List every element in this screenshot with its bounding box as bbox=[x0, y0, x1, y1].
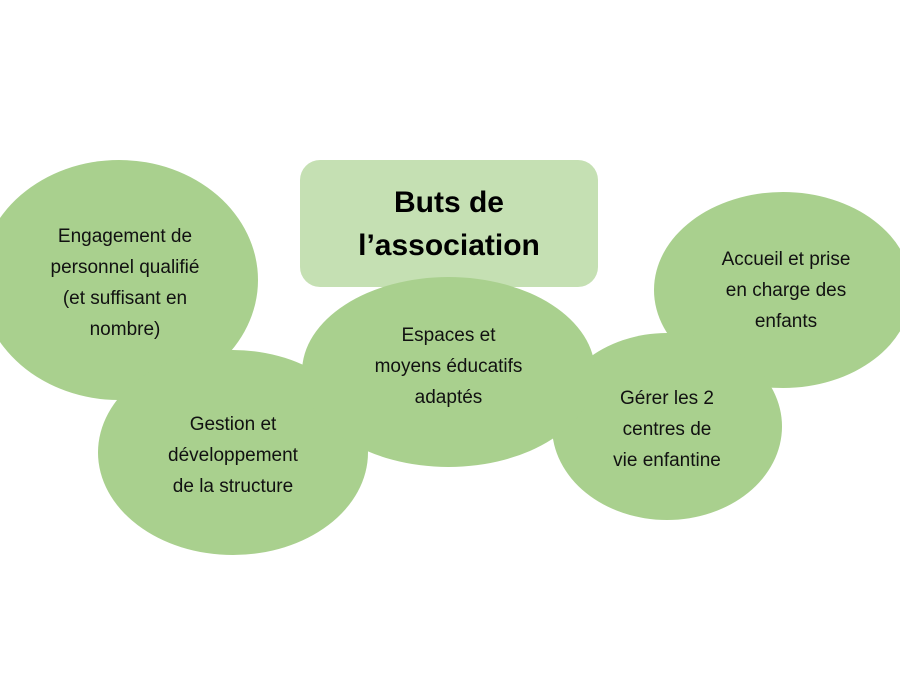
goal-label-espaces: Espaces et moyens éducatifs adaptés bbox=[374, 324, 523, 408]
goal-label-accueil: Accueil et prise en charge des enfants bbox=[721, 248, 851, 332]
diagram-title-box: Buts de l’association bbox=[300, 160, 598, 287]
goal-bubble-espaces: Espaces et moyens éducatifs adaptés bbox=[302, 277, 595, 467]
goal-label-engagement: Engagement de personnel qualifié (et suf… bbox=[50, 226, 200, 340]
goal-bubble-gestion: Gestion et développement de la structure bbox=[98, 350, 368, 555]
goal-bubble-engagement: Engagement de personnel qualifié (et suf… bbox=[0, 160, 258, 400]
goal-label-gerer: Gérer les 2 centres de vie enfantine bbox=[613, 388, 721, 471]
goal-label-gestion: Gestion et développement de la structure bbox=[168, 414, 298, 497]
diagram-title: Buts de l’association bbox=[358, 185, 540, 262]
goal-bubble-gerer: Gérer les 2 centres de vie enfantine bbox=[552, 333, 782, 520]
